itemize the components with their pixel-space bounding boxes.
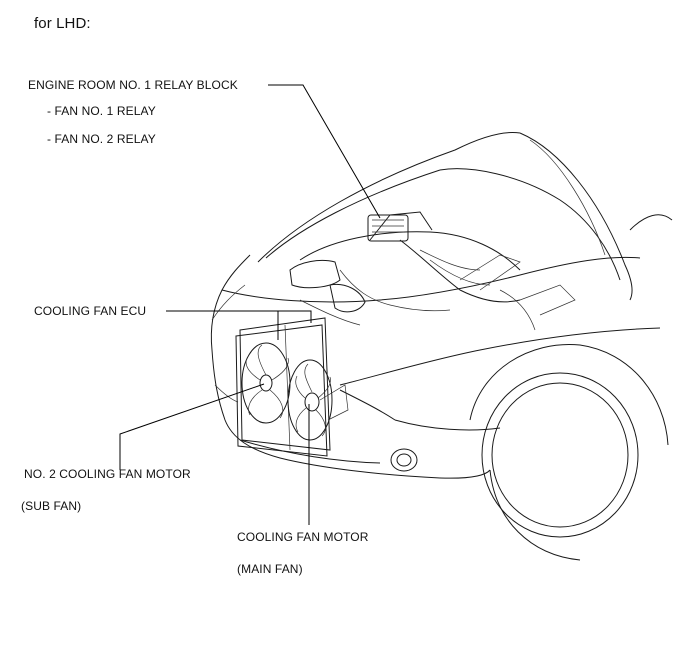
sub-fan-label: (SUB FAN): [21, 499, 82, 513]
fan1-relay-label: - FAN NO. 1 RELAY: [47, 104, 156, 118]
engine-bay: [289, 211, 576, 331]
sub-fan: [241, 342, 291, 424]
ecu-label: COOLING FAN ECU: [34, 304, 147, 318]
car-body: [210, 214, 673, 479]
main-fan-label: (MAIN FAN): [237, 562, 303, 576]
main-motor-label: COOLING FAN MOTOR: [237, 530, 369, 544]
front-wheel: [469, 343, 669, 561]
ecu-leader: [166, 310, 312, 323]
radiator-fan-assembly: [235, 317, 349, 457]
main-fan: [287, 359, 333, 441]
relay-block-leader: [268, 84, 381, 219]
bumper-details: [211, 284, 418, 472]
fan2-relay-label: - FAN NO. 2 RELAY: [47, 132, 156, 146]
page-title: for LHD:: [34, 15, 91, 32]
sub-motor-label: NO. 2 COOLING FAN MOTOR: [24, 467, 191, 481]
relay-block-label: ENGINE ROOM NO. 1 RELAY BLOCK: [28, 78, 238, 92]
sub-fan-leader: [119, 383, 265, 470]
open-hood: [257, 131, 633, 301]
leader-lines: [119, 84, 381, 525]
